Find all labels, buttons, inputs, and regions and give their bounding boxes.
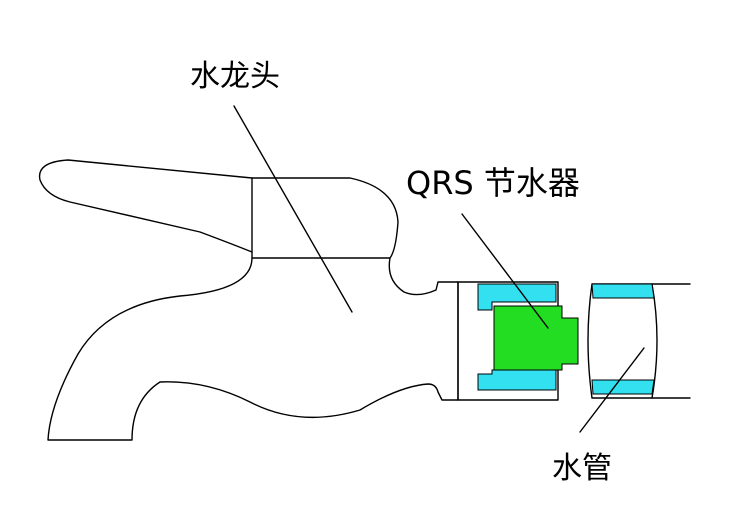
water-pipe: [587, 283, 691, 399]
faucet-cap: [251, 177, 399, 259]
pipe-ring-top: [591, 283, 655, 299]
faucet-handle: [38, 159, 253, 253]
leader-saver: [461, 213, 549, 329]
pipe-ring-bottom: [591, 379, 655, 395]
outlet-fitting-bottom: [477, 369, 557, 391]
faucet-body: [47, 257, 459, 441]
saver-body: [493, 305, 579, 371]
leader-pipe: [579, 347, 645, 433]
label-faucet: 水龙头: [190, 59, 280, 94]
outlet-fitting-top: [477, 283, 557, 311]
leader-faucet: [233, 105, 353, 313]
label-pipe: 水管: [552, 451, 612, 486]
label-saver: QRS 节水器: [406, 164, 580, 202]
